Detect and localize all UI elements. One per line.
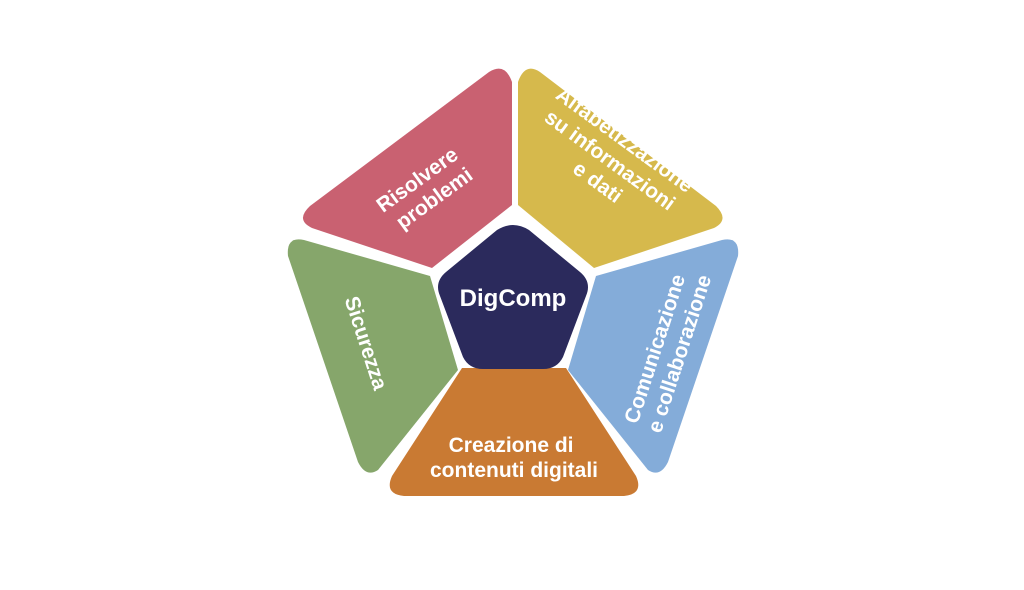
segment-safety: Sicurezza xyxy=(287,239,458,473)
segment-safety-shape xyxy=(287,239,458,473)
center-label: DigComp xyxy=(460,285,567,312)
segment-content-creation: Creazione di contenuti digitali xyxy=(389,368,639,496)
segment-information-literacy-shape xyxy=(518,68,723,269)
center-node: DigComp xyxy=(438,225,588,369)
segment-information-literacy: Alfabetizzazione su informazioni e dati xyxy=(518,68,723,269)
segment-problem-solving-shape xyxy=(302,68,512,269)
segment-content-creation-line-2: contenuti digitali xyxy=(430,459,598,482)
segment-content-creation-shape xyxy=(389,368,639,496)
segment-content-creation-label: Creazione di contenuti digitali xyxy=(430,434,598,482)
segment-problem-solving: Risolvere problemi xyxy=(302,68,512,269)
segment-content-creation-line-1: Creazione di xyxy=(449,434,574,457)
center-pentagon-shape xyxy=(438,225,588,369)
segment-communication: Comunicazione e collaborazione xyxy=(568,239,739,473)
segment-communication-shape xyxy=(568,239,739,473)
